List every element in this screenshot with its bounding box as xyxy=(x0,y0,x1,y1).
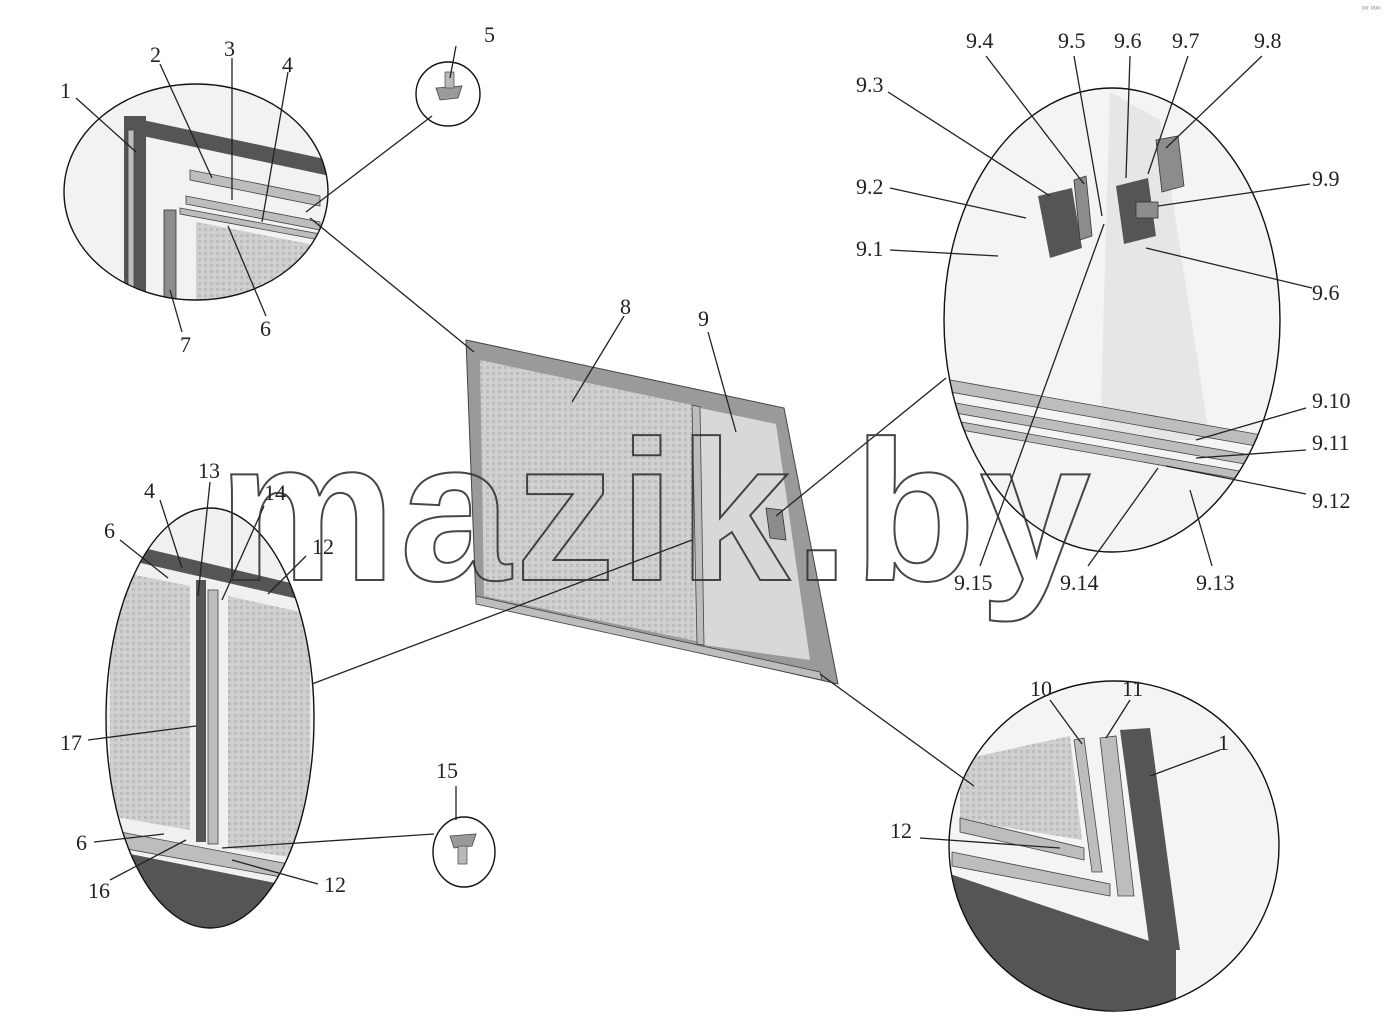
label-9-9: 9.9 xyxy=(1312,166,1340,191)
label-4-bottom: 4 xyxy=(144,478,155,503)
screw-15 xyxy=(432,816,496,888)
label-9-12: 9.12 xyxy=(1312,488,1351,513)
label-9-11: 9.11 xyxy=(1312,430,1350,455)
label-16: 16 xyxy=(88,878,110,903)
label-12-upper: 12 xyxy=(312,534,334,559)
label-1-bottom: 1 xyxy=(1218,730,1229,755)
label-17: 17 xyxy=(60,730,82,755)
watermark: mazik.by xyxy=(218,400,1095,623)
label-10: 10 xyxy=(1030,676,1052,701)
label-9-5: 9.5 xyxy=(1058,28,1086,53)
detail-bottom-right xyxy=(948,680,1280,1012)
label-11: 11 xyxy=(1122,676,1143,701)
detail-ring-bottom-right xyxy=(948,680,1280,1012)
main-window xyxy=(465,339,839,685)
label-8: 8 xyxy=(620,294,631,319)
label-12-lower: 12 xyxy=(324,872,346,897)
label-9-8: 9.8 xyxy=(1254,28,1282,53)
label-9: 9 xyxy=(698,306,709,331)
detail-top-left xyxy=(63,83,329,301)
label-15: 15 xyxy=(436,758,458,783)
label-9-6-top: 9.6 xyxy=(1114,28,1142,53)
label-1: 1 xyxy=(60,78,71,103)
label-9-1: 9.1 xyxy=(856,236,884,261)
label-14: 14 xyxy=(264,480,286,505)
label-4: 4 xyxy=(282,52,293,77)
label-9-2: 9.2 xyxy=(856,174,884,199)
label-9-6-bottom: 9.6 xyxy=(1312,280,1340,305)
label-9-3: 9.3 xyxy=(856,72,884,97)
leader-lines xyxy=(75,45,1313,885)
label-6-lower: 6 xyxy=(76,830,87,855)
label-2: 2 xyxy=(150,42,161,67)
corner-mark: ⁰⁰ ⁰⁰⁰ xyxy=(1362,5,1380,14)
connector-lines xyxy=(221,115,975,849)
label-7: 7 xyxy=(180,332,191,357)
detail-ring-bottom-left xyxy=(105,507,315,929)
label-9-7: 9.7 xyxy=(1172,28,1200,53)
detail-top-right xyxy=(943,87,1281,553)
label-9-13: 9.13 xyxy=(1196,570,1235,595)
label-6-upper: 6 xyxy=(104,518,115,543)
label-12-right: 12 xyxy=(890,818,912,843)
callout-labels: 1 2 3 4 5 7 6 8 9 9.3 9.4 9.5 9.6 9.7 9.… xyxy=(60,22,1351,903)
label-6: 6 xyxy=(260,316,271,341)
label-9-4: 9.4 xyxy=(966,28,994,53)
label-3: 3 xyxy=(224,36,235,61)
label-9-15: 9.15 xyxy=(954,570,993,595)
label-9-14: 9.14 xyxy=(1060,570,1099,595)
detail-ring-top-right xyxy=(943,87,1281,553)
window-handle xyxy=(765,507,787,541)
label-5: 5 xyxy=(484,22,495,47)
screw-5 xyxy=(415,61,481,127)
label-13: 13 xyxy=(198,458,220,483)
label-9-10: 9.10 xyxy=(1312,388,1351,413)
detail-ring-top-left xyxy=(63,83,329,301)
